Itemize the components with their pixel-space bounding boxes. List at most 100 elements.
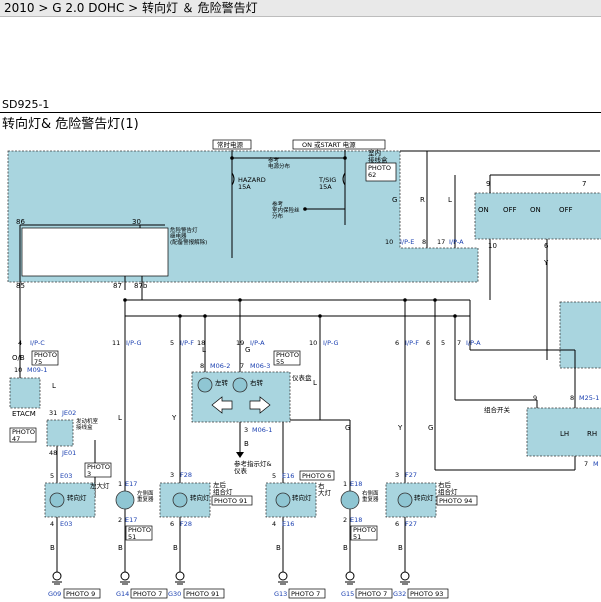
switch-pin-7: 7 xyxy=(582,180,586,188)
conn-f27-bottom: F27 xyxy=(405,520,417,528)
conn-m25-1: M25-1 xyxy=(579,394,599,402)
pin-6-f28: 6 xyxy=(170,520,174,528)
wire-l-top: L xyxy=(448,196,452,204)
conn-ipe: I/P-E xyxy=(400,238,414,246)
junction-photo-box xyxy=(365,162,397,182)
pin-3-cluster: 3 xyxy=(244,426,248,434)
right-turn-lamp-label: 转向灯 xyxy=(292,493,312,502)
left-repeater-icon xyxy=(115,490,135,510)
photo-94-label: PHOTO 94 xyxy=(439,497,472,505)
pin-7-ipa: 7 xyxy=(457,339,461,347)
title-divider xyxy=(0,112,601,113)
conn-e18-bottom: E18 xyxy=(350,516,362,524)
breadcrumb: 2010 > G 2.0 DOHC > 转向灯 ＆ 危险警告灯 xyxy=(0,0,601,17)
rear-left-lamp-box xyxy=(159,482,211,518)
relay-pin-86: 86 xyxy=(16,218,25,226)
pin-5b: 5 xyxy=(441,339,445,347)
conn-je02: JE02 xyxy=(61,409,76,417)
conn-e16-bottom: E16 xyxy=(282,520,294,528)
switch-pin-9: 9 xyxy=(486,180,490,188)
left-turn-lamp-icon xyxy=(49,492,65,508)
pin-6b: 6 xyxy=(426,339,430,347)
g09-label: G09 xyxy=(48,590,61,598)
wire-b-6: B xyxy=(398,544,403,552)
combo-switch-label: 组合开关 xyxy=(484,405,511,414)
pin-4-e16: 4 xyxy=(272,520,276,528)
lh-label: LH xyxy=(560,430,569,438)
relay-pin-30: 30 xyxy=(132,218,141,226)
pin-2-e17: 2 xyxy=(118,516,122,524)
pin-4-e03: 4 xyxy=(50,520,54,528)
conn-ipf-right: I/P-F xyxy=(405,339,419,347)
switch-pin-10: 10 xyxy=(488,242,497,250)
on-start-power-box xyxy=(292,139,386,150)
ref-indicator-label: 参考指示灯&仪表 xyxy=(234,459,272,475)
wire-b-3: B xyxy=(173,544,178,552)
photo-91b-label: PHOTO 91 xyxy=(186,590,219,598)
photo-7b-label: PHOTO 7 xyxy=(291,590,320,598)
conn-ipg-right: I/P-G xyxy=(323,339,339,347)
wire-g-mid: G xyxy=(345,424,350,432)
pin-11-ipg: 11 xyxy=(112,339,120,347)
g13-label: G13 xyxy=(274,590,287,598)
wire-y-left: Y xyxy=(171,414,177,422)
right-headlamp-box xyxy=(265,482,317,518)
ground-g32 xyxy=(400,571,410,585)
rear-right-turn-icon xyxy=(397,492,413,508)
g32-label: G32 xyxy=(393,590,406,598)
right-lamp-label: 右大灯 xyxy=(318,481,332,497)
left-turn-lamp-label: 转向灯 xyxy=(67,493,87,502)
g15-label: G15 xyxy=(341,590,354,598)
pin-6-ipf: 6 xyxy=(395,339,399,347)
ground-g14 xyxy=(120,571,130,585)
conn-ipf-left: I/P-F xyxy=(180,339,194,347)
photo-9-label: PHOTO 9 xyxy=(66,590,95,598)
photo-6-label: PHOTO 6 xyxy=(302,472,331,480)
ground-g13 xyxy=(278,571,288,585)
pin-8-top: 8 xyxy=(422,238,426,246)
ground-g30 xyxy=(175,571,185,585)
wire-r-top: R xyxy=(420,196,425,204)
turn-switch-module xyxy=(474,192,601,240)
conn-je01: JE01 xyxy=(61,449,76,457)
conn-m06-2: M06-2 xyxy=(210,362,230,370)
ref-power-label: 参考电源分布 xyxy=(268,156,291,170)
etacm-box xyxy=(9,377,41,409)
right-repeater-icon xyxy=(340,490,360,510)
pin-9-combo: 9 xyxy=(533,394,537,402)
wire-l-etacm: L xyxy=(52,382,56,390)
conn-e03-bottom: E03 xyxy=(60,520,72,528)
conn-m: M xyxy=(593,460,599,468)
pin-3-f27: 3 xyxy=(395,471,399,479)
photo-51a-box xyxy=(125,525,153,541)
pin-5-e16: 5 xyxy=(272,472,276,480)
conn-ipc: I/P-C xyxy=(30,339,45,347)
rear-left-turn-icon xyxy=(172,492,188,508)
wire-b-cluster: B xyxy=(244,440,249,448)
wire-g-top: G xyxy=(392,196,397,204)
conn-m06-3: M06-3 xyxy=(250,362,270,370)
photo-3-box xyxy=(84,462,112,478)
rear-left-turn-label: 转向灯 xyxy=(190,493,210,502)
document-title: 转向灯& 危险警告灯(1) xyxy=(2,117,139,132)
g14-label: G14 xyxy=(116,590,129,598)
conn-m06-1: M06-1 xyxy=(252,426,272,434)
photo-51b-box xyxy=(350,525,378,541)
rear-right-label: 右后组合灯 xyxy=(438,480,458,496)
conn-f28-bottom: F28 xyxy=(180,520,192,528)
left-arrow-icon xyxy=(211,396,233,414)
g30-label: G30 xyxy=(168,590,181,598)
photo-94-box xyxy=(436,495,478,506)
pin-7-cluster: 7 xyxy=(240,362,244,370)
conn-ipa-right: I/P-A xyxy=(466,339,481,347)
combo-switch-box xyxy=(526,407,601,457)
rh-label: RH xyxy=(587,430,597,438)
